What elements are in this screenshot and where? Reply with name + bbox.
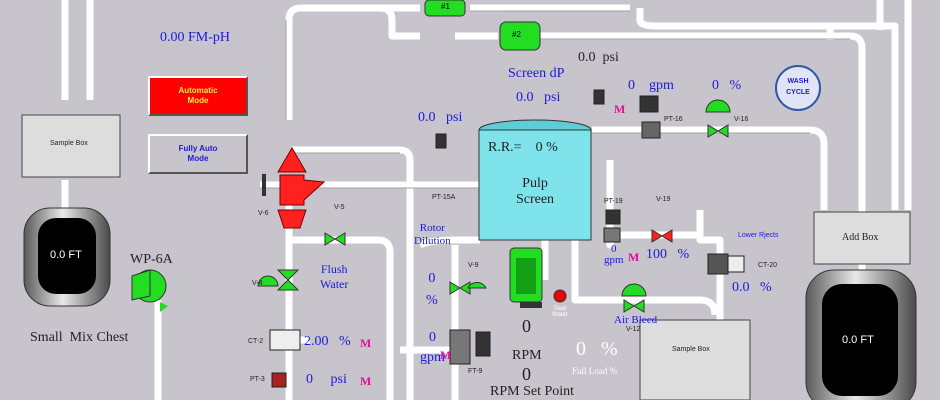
tag-v5: V-5	[334, 204, 345, 211]
small-tank-level: 0.0 FT	[50, 249, 82, 261]
tag-v12: V-12	[626, 326, 641, 333]
rotor-dilution-pct-value: 0	[428, 271, 436, 286]
rpm-label: RPM	[512, 348, 542, 363]
lower-rejects-label: Lower Rjects	[738, 232, 779, 239]
pct-top-value: 0	[712, 78, 719, 93]
small-mix-chest-label: Small Mix Chest	[30, 330, 129, 345]
tag-ct2: CT-2	[248, 338, 264, 345]
pt3-unit: psi	[330, 372, 347, 387]
ct2-readout: 2.00 %	[304, 334, 351, 350]
tag-v19: V-19	[656, 196, 671, 203]
v19-flow: 0 gpm	[604, 244, 624, 266]
v19-pct-value: 100	[646, 247, 667, 262]
psi-left-screen-value: 0.0	[418, 110, 436, 125]
tag-pt3: PT-3	[250, 376, 265, 383]
tag-pt15a: PT-15A	[432, 194, 456, 201]
psi-top-value: 0.0	[578, 50, 596, 65]
tag-ft9: FT-9	[468, 368, 483, 375]
tag-ct20: CT-20	[758, 262, 778, 269]
rpm-setpoint-label: RPM Set Point	[490, 384, 575, 399]
rpm-value: 0	[522, 316, 531, 336]
flow-top-unit: gpm	[649, 78, 674, 93]
pump-2-label: #2	[512, 30, 521, 39]
v19-pct: 100 %	[646, 247, 689, 263]
rotor-dilution-pct: 0 %	[426, 268, 438, 312]
pump-1-label: #1	[441, 2, 450, 11]
rr-label: R.R.=	[488, 140, 522, 155]
pt3-readout: 0 psi	[306, 372, 347, 388]
left-sample-box-label: Sample Box	[50, 140, 88, 147]
tag-v6: V-6	[258, 210, 269, 217]
psi-left-screen-readout: 0.0 psi	[418, 110, 462, 126]
add-box-label: Add Box	[842, 232, 879, 243]
full-load-readout: 0 %	[576, 338, 618, 361]
screen-dp-readout: 0.0 psi	[516, 90, 560, 106]
right-sample-box-label: Sample Box	[672, 346, 710, 353]
screen-dp-value: 0.0	[516, 90, 534, 105]
seal-water-label: Seal Water	[552, 306, 568, 318]
ct20-unit: %	[760, 280, 772, 295]
tag-v9: V-9	[468, 262, 479, 269]
ct20-value: 0.0	[732, 280, 750, 295]
wash-cycle-button[interactable]: WASH CYCLE	[786, 78, 810, 96]
pulp-screen-name: Pulp Screen	[515, 176, 555, 207]
psi-top-unit: psi	[602, 50, 619, 65]
rotor-dilution-flow: 0 gpm	[420, 328, 445, 368]
psi-left-screen-unit: psi	[446, 110, 463, 125]
screen-dp-label: Screen dP	[508, 66, 565, 81]
rotor-dilution-mode[interactable]: M	[440, 348, 452, 362]
flush-water-label: Flush Water	[320, 262, 349, 291]
full-load-label: Full Load %	[572, 366, 617, 376]
flow-top-readout: 0 gpm	[628, 78, 674, 94]
v19-pct-unit: %	[677, 247, 690, 262]
psi-top-readout: 0.0 psi	[578, 50, 619, 66]
pt3-value: 0	[306, 372, 313, 387]
pct-top-readout: 0 %	[712, 78, 741, 94]
automatic-mode-button[interactable]: Automatic Mode	[148, 76, 248, 116]
rpm-setpoint-value: 0	[522, 364, 531, 384]
ct2-unit: %	[339, 334, 351, 349]
rotor-dilution-flow-value: 0	[428, 330, 436, 345]
rr-value: 0 %	[535, 140, 558, 155]
pt3-mode[interactable]: M	[360, 374, 372, 388]
pulp-screen-rr: R.R.= 0 %	[488, 140, 558, 156]
full-load-unit: %	[601, 338, 618, 360]
v19-flow-value: 0	[611, 243, 617, 255]
tag-v16: V-16	[734, 116, 749, 123]
full-load-value: 0	[576, 338, 586, 360]
screen-dp-unit: psi	[544, 90, 561, 105]
flow-top-value: 0	[628, 78, 635, 93]
right-tank-level: 0.0 FT	[842, 334, 874, 346]
tag-pt16: PT-16	[664, 116, 683, 123]
ct20-readout: 0.0 %	[732, 280, 772, 296]
rotor-dilution-flow-unit: gpm	[420, 350, 445, 365]
fully-auto-mode-button[interactable]: Fully Auto Mode	[148, 134, 248, 174]
pct-top-unit: %	[729, 78, 742, 93]
rotor-dilution-pct-unit: %	[426, 293, 438, 308]
ct2-value: 2.00	[304, 334, 329, 349]
fm-ph-readout: 0.00 FM-pH	[160, 30, 231, 45]
wp6a-label: WP-6A	[130, 252, 173, 267]
ct2-mode[interactable]: M	[360, 336, 372, 350]
air-bleed-label: Air Bleed	[614, 314, 658, 326]
tag-v4: V-4	[252, 280, 263, 287]
tag-pt19: PT-19	[604, 198, 623, 205]
rotor-dilution-label: Rotor Dilution	[414, 222, 451, 247]
flow-top-mode[interactable]: M	[614, 102, 626, 116]
v19-flow-unit: gpm	[604, 254, 624, 266]
v19-mode[interactable]: M	[628, 250, 640, 264]
